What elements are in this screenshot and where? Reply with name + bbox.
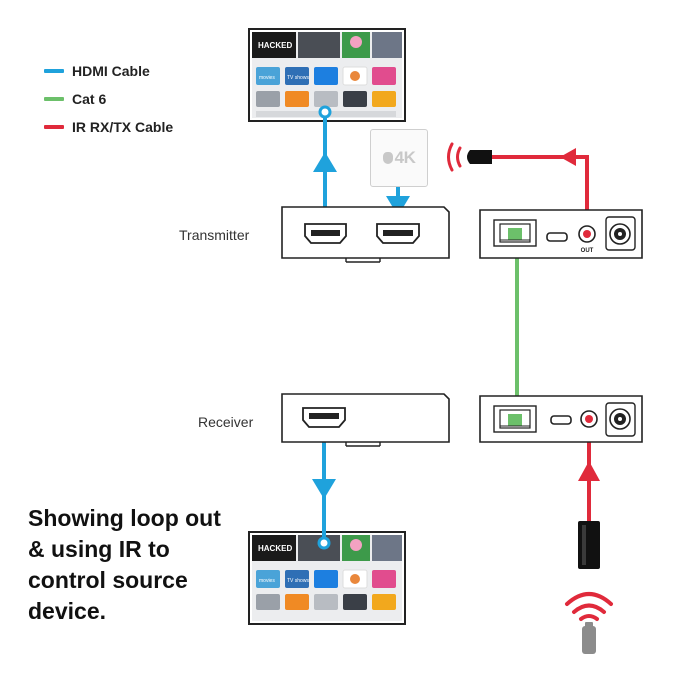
legend-item-cat6: Cat 6: [44, 85, 173, 113]
ir-emitter: [447, 142, 492, 172]
legend-swatch-ir: [44, 125, 64, 129]
headline-line: Showing loop out: [28, 505, 221, 531]
bottom-tv-screen: HACKED movies TV shows: [248, 531, 406, 625]
transmitter-lan-face: OUT: [479, 209, 643, 259]
legend-item-ir: IR RX/TX Cable: [44, 113, 173, 141]
remote-signal-waves: [565, 592, 613, 621]
top-tile-tvshows: TV shows: [287, 75, 309, 81]
receiver-lan-face: [479, 395, 643, 443]
legend-label-hdmi: HDMI Cable: [72, 63, 150, 79]
headline-line: device.: [28, 598, 106, 624]
legend-swatch-cat6: [44, 97, 64, 101]
ir-tx-cable: [492, 148, 589, 232]
source-badge-label: 4K: [394, 148, 416, 167]
receiver-hdmi-face: [281, 393, 450, 447]
legend-swatch-hdmi: [44, 69, 64, 73]
headline: Showing loop out & using IR to control s…: [28, 503, 258, 627]
legend-label-cat6: Cat 6: [72, 91, 107, 107]
headline-line: & using IR to: [28, 536, 170, 562]
top-tv-screen: HACKED movies TV shows: [248, 28, 406, 122]
transmitter-hdmi-face: [281, 206, 450, 263]
remote-control-icon: [582, 622, 596, 654]
headline-line: control source: [28, 567, 188, 593]
legend-item-hdmi: HDMI Cable: [44, 57, 173, 85]
out-port-label: OUT: [581, 248, 594, 254]
bottom-tile-movies: movies: [259, 578, 275, 584]
bottom-tile-tvshows: TV shows: [287, 578, 309, 584]
legend-label-ir: IR RX/TX Cable: [72, 119, 174, 135]
top-tile-movies: movies: [259, 75, 275, 81]
apple-icon: [382, 152, 393, 164]
ir-receiver-eye: [578, 521, 600, 569]
top-tile-hacked: HACKED: [258, 41, 292, 50]
transmitter-label: Transmitter: [179, 227, 250, 243]
source-device-apple-tv: 4K: [370, 129, 428, 187]
legend: HDMI Cable Cat 6 IR RX/TX Cable: [44, 57, 173, 141]
bottom-tile-hacked: HACKED: [258, 544, 292, 553]
receiver-label: Receiver: [198, 414, 254, 430]
